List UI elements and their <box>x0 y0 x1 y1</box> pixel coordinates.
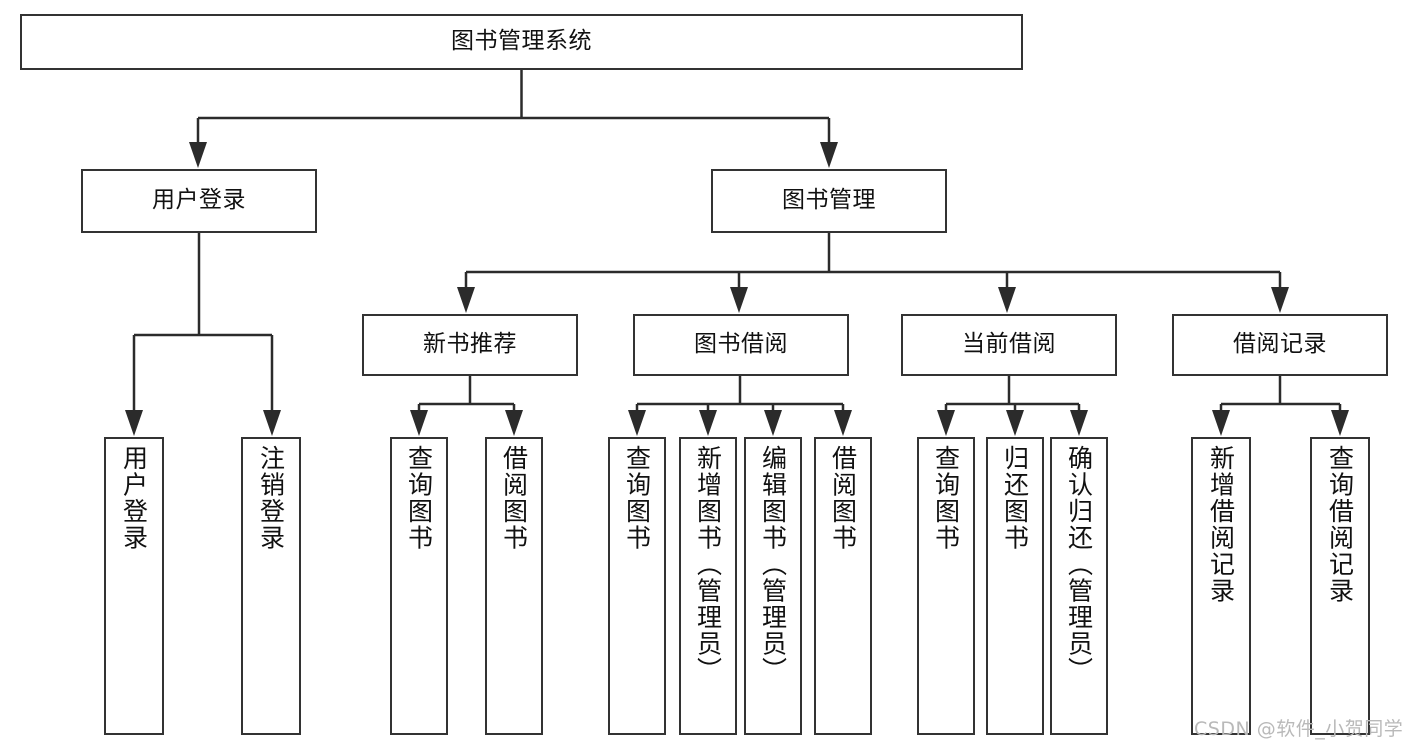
level2-node-book-manage[interactable]: 图书管理 <box>711 169 947 233</box>
leaf-node-leaf-user-login[interactable]: 用户登录 <box>104 437 164 735</box>
arrow-current-borrow <box>998 287 1016 313</box>
arrow-leaf-add-book <box>699 410 717 436</box>
leaf-node-leaf-query-book-1[interactable]: 查询图书 <box>390 437 448 735</box>
node-label: 借阅记录 <box>1233 331 1327 358</box>
arrow-leaf-user-logout <box>263 410 281 436</box>
level3-node-current-borrow[interactable]: 当前借阅 <box>901 314 1117 376</box>
node-label: 查询图书 <box>622 445 652 551</box>
arrow-borrow-record <box>1271 287 1289 313</box>
node-label: 查询图书 <box>404 445 434 551</box>
node-label: 用户登录 <box>119 445 149 551</box>
arrow-leaf-edit-book <box>764 410 782 436</box>
leaf-node-leaf-confirm-return[interactable]: 确认归还（管理员） <box>1050 437 1108 735</box>
level3-node-book-borrow[interactable]: 图书借阅 <box>633 314 849 376</box>
arrow-new-book <box>457 287 475 313</box>
node-label: 查询借阅记录 <box>1325 445 1355 604</box>
leaf-node-leaf-return-book[interactable]: 归还图书 <box>986 437 1044 735</box>
arrow-leaf-add-record <box>1212 410 1230 436</box>
node-label: 图书管理系统 <box>451 28 592 55</box>
arrow-leaf-borrow-book-1 <box>505 410 523 436</box>
arrow-leaf-query-record <box>1331 410 1349 436</box>
leaf-node-leaf-borrow-book-2[interactable]: 借阅图书 <box>814 437 872 735</box>
arrow-user-login <box>189 142 207 168</box>
leaf-node-leaf-edit-book[interactable]: 编辑图书（管理员） <box>744 437 802 735</box>
arrow-leaf-user-login <box>125 410 143 436</box>
level3-node-borrow-record[interactable]: 借阅记录 <box>1172 314 1388 376</box>
node-label: 用户登录 <box>152 187 246 214</box>
level3-node-new-book-recommend[interactable]: 新书推荐 <box>362 314 578 376</box>
leaf-node-leaf-query-book-3[interactable]: 查询图书 <box>917 437 975 735</box>
root-node-root[interactable]: 图书管理系统 <box>20 14 1023 70</box>
node-label: 确认归还（管理员） <box>1064 445 1094 684</box>
node-label: 归还图书 <box>1000 445 1030 551</box>
arrow-leaf-query-book-3 <box>937 410 955 436</box>
node-label: 查询图书 <box>931 445 961 551</box>
arrow-book-borrow <box>730 287 748 313</box>
node-label: 借阅图书 <box>499 445 529 551</box>
level2-node-user-login[interactable]: 用户登录 <box>81 169 317 233</box>
node-label: 新增图书（管理员） <box>693 445 723 684</box>
node-label: 当前借阅 <box>962 331 1056 358</box>
leaf-node-leaf-query-book-2[interactable]: 查询图书 <box>608 437 666 735</box>
node-label: 编辑图书（管理员） <box>758 445 788 684</box>
arrow-leaf-confirm-return <box>1070 410 1088 436</box>
arrow-leaf-borrow-book-2 <box>834 410 852 436</box>
node-label: 借阅图书 <box>828 445 858 551</box>
leaf-node-leaf-query-record[interactable]: 查询借阅记录 <box>1310 437 1370 735</box>
arrow-book-manage <box>820 142 838 168</box>
leaf-node-leaf-user-logout[interactable]: 注销登录 <box>241 437 301 735</box>
leaf-node-leaf-add-book[interactable]: 新增图书（管理员） <box>679 437 737 735</box>
arrow-leaf-query-book-1 <box>410 410 428 436</box>
node-label: 注销登录 <box>256 445 286 551</box>
arrow-leaf-query-book-2 <box>628 410 646 436</box>
leaf-node-leaf-borrow-book-1[interactable]: 借阅图书 <box>485 437 543 735</box>
arrow-heads <box>125 142 1349 436</box>
node-label: 新增借阅记录 <box>1206 445 1236 604</box>
node-label: 图书借阅 <box>694 331 788 358</box>
arrow-leaf-return-book <box>1006 410 1024 436</box>
node-label: 图书管理 <box>782 187 876 214</box>
leaf-node-leaf-add-record[interactable]: 新增借阅记录 <box>1191 437 1251 735</box>
node-label: 新书推荐 <box>423 331 517 358</box>
